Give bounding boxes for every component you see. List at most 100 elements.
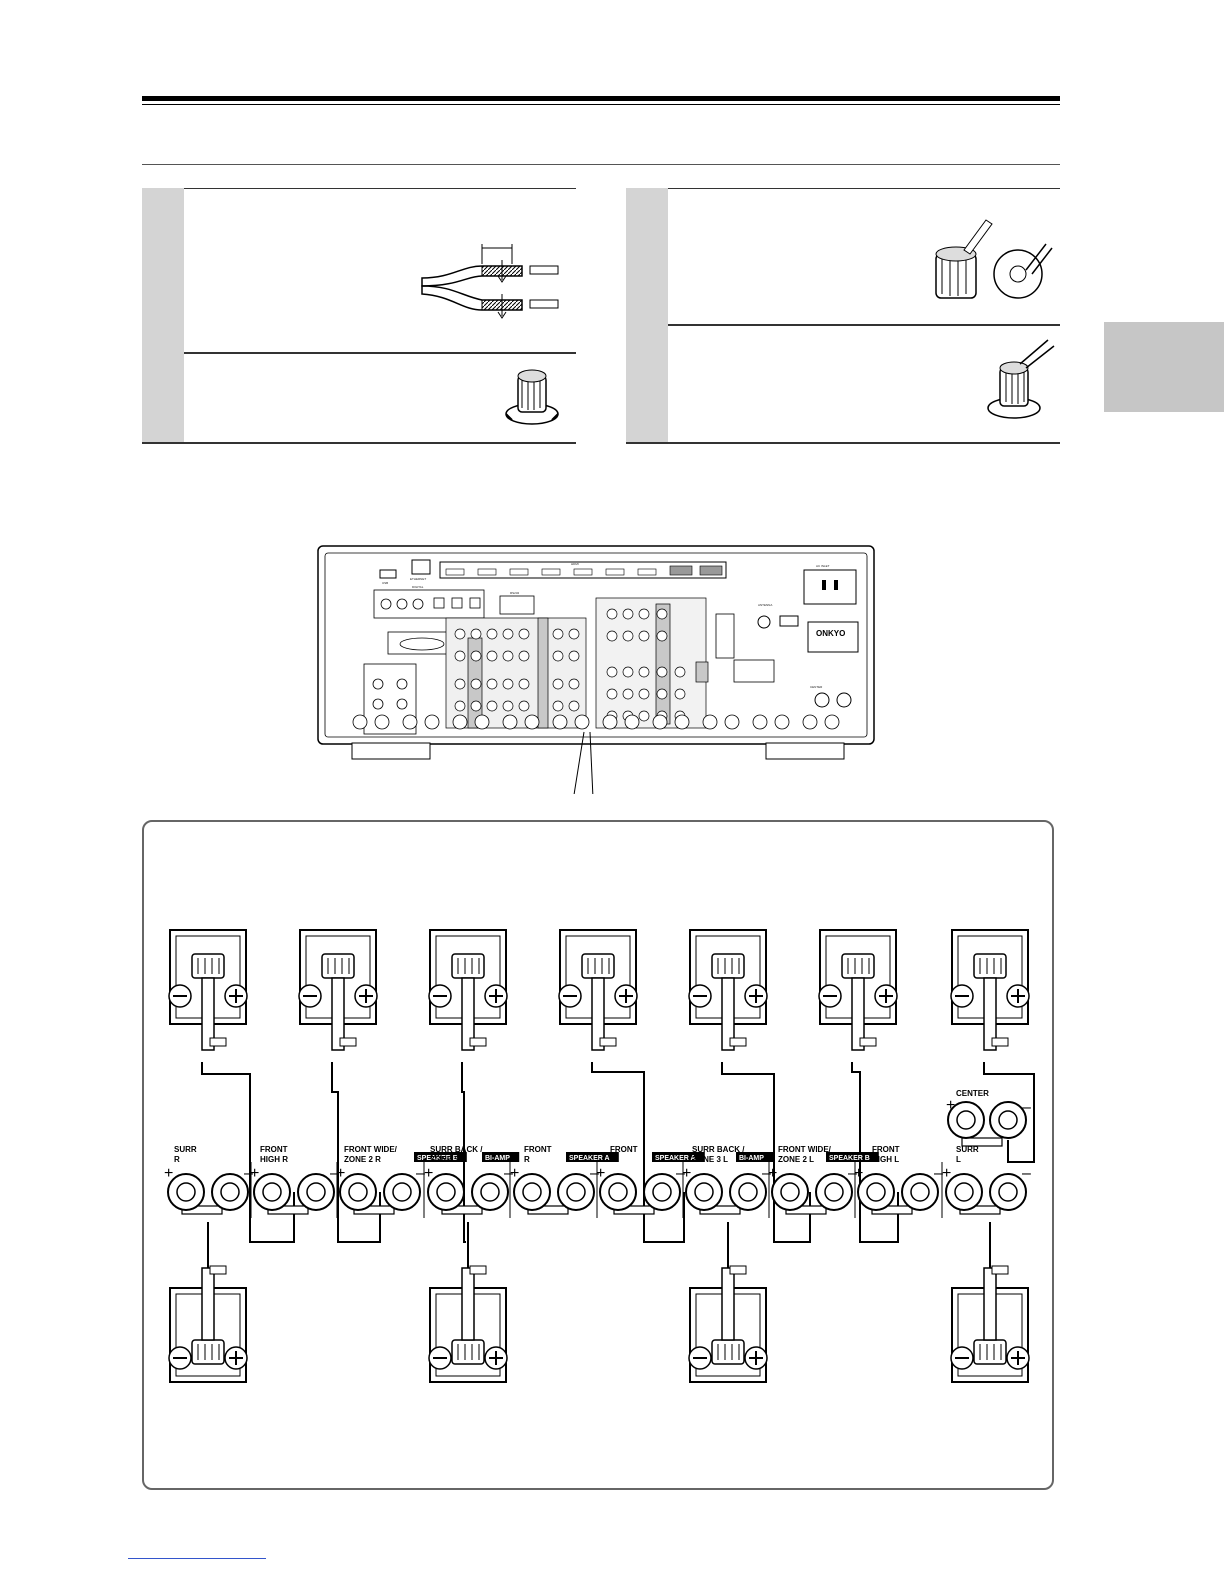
minus-sign: – bbox=[590, 1165, 599, 1182]
channel-label-sub: HIGH L bbox=[872, 1155, 899, 1164]
speaker-icon bbox=[428, 1265, 508, 1383]
step-4-tighten-terminal bbox=[626, 324, 1060, 444]
wire-strip-icon bbox=[421, 244, 559, 319]
step-2-loosen-terminal bbox=[142, 352, 576, 444]
channel-badge bbox=[826, 1152, 879, 1162]
channel-badge-label: SPEAKER A bbox=[655, 1155, 696, 1162]
channel-label-sub: R bbox=[524, 1155, 530, 1164]
minus-sign: – bbox=[416, 1165, 425, 1182]
panel-speaker-terminals bbox=[352, 714, 840, 730]
channel-badge-label: SPEAKER B bbox=[829, 1155, 870, 1162]
step-number-band bbox=[142, 352, 184, 444]
speaker-icon bbox=[298, 929, 378, 1051]
panel-center-label: CENTER bbox=[810, 685, 823, 689]
component-video-grid bbox=[595, 597, 709, 729]
channel-label: FRONT bbox=[260, 1145, 288, 1154]
minus-sign: – bbox=[676, 1165, 685, 1182]
bottom-speaker-row bbox=[168, 1265, 1030, 1383]
center-terminal: CENTER + – bbox=[946, 1089, 1031, 1139]
channel-label: FRONT bbox=[872, 1145, 900, 1154]
center-minus-sign: – bbox=[1022, 1099, 1031, 1116]
minus-sign: – bbox=[1022, 1165, 1031, 1182]
hdmi-label: HDMI bbox=[571, 562, 579, 566]
speaker-icon bbox=[950, 1265, 1030, 1383]
plus-sign: + bbox=[768, 1165, 777, 1182]
channel-badge bbox=[414, 1152, 467, 1162]
minus-sign: – bbox=[504, 1165, 513, 1182]
channel-badge bbox=[736, 1152, 774, 1162]
brand-logo: ONKYO bbox=[816, 629, 845, 638]
minus-sign: – bbox=[934, 1165, 943, 1182]
rca-input-grid bbox=[445, 617, 587, 729]
channel-label-sub: R bbox=[174, 1155, 180, 1164]
speaker-icon bbox=[558, 929, 638, 1051]
ethernet-label: ETHERNET bbox=[410, 577, 426, 581]
speaker-icon bbox=[168, 929, 248, 1051]
header-rule-thick bbox=[142, 96, 1060, 101]
channel-label-sub: L bbox=[956, 1155, 961, 1164]
top-speaker-row bbox=[168, 929, 1030, 1051]
channel-label-sub: ZONE 3 R bbox=[430, 1155, 467, 1164]
minus-sign: – bbox=[244, 1165, 253, 1182]
channel-badge-label: BI-AMP bbox=[739, 1155, 764, 1162]
plus-sign: + bbox=[164, 1165, 173, 1182]
center-plus-sign: + bbox=[946, 1097, 955, 1114]
plus-sign: + bbox=[336, 1165, 345, 1182]
step-3-insert-wire bbox=[626, 188, 1060, 326]
channel-badge-label: SPEAKER A bbox=[569, 1155, 610, 1162]
step-number-band bbox=[142, 188, 184, 354]
channel-label: SURR BACK / bbox=[692, 1145, 745, 1154]
footer-link-underline bbox=[128, 1558, 266, 1559]
speaker-icon bbox=[688, 1265, 768, 1383]
channel-label-sub: ZONE 2 L bbox=[778, 1155, 814, 1164]
av-receiver-rear-panel: HDMI USB ETHERNET DIGITAL RS232 bbox=[317, 545, 875, 794]
channel-label-sub: L bbox=[610, 1155, 615, 1164]
digital-label: DIGITAL bbox=[412, 585, 424, 589]
channel-label: SURR BACK / bbox=[430, 1145, 483, 1154]
channel-label: FRONT WIDE/ bbox=[778, 1145, 832, 1154]
speaker-icon bbox=[168, 1265, 248, 1383]
plus-sign: + bbox=[510, 1165, 519, 1182]
channel-label-sub: HIGH R bbox=[260, 1155, 288, 1164]
channel-badge bbox=[566, 1152, 619, 1162]
minus-sign: – bbox=[330, 1165, 339, 1182]
plus-sign: + bbox=[854, 1165, 863, 1182]
speaker-icon bbox=[818, 929, 898, 1051]
ac-inlet-label: AC INLET bbox=[816, 564, 830, 568]
speaker-icon bbox=[428, 929, 508, 1051]
minus-sign: – bbox=[762, 1165, 771, 1182]
plus-sign: + bbox=[596, 1165, 605, 1182]
terminal-screw-icon bbox=[987, 339, 1055, 419]
plus-sign: + bbox=[424, 1165, 433, 1182]
channel-label: FRONT bbox=[610, 1145, 638, 1154]
section-rule bbox=[142, 164, 1060, 165]
channel-label-sub: ZONE 3 L bbox=[692, 1155, 728, 1164]
terminal-tighten-icon bbox=[505, 369, 559, 425]
speaker-icon bbox=[950, 929, 1030, 1051]
step-number-band bbox=[626, 324, 668, 444]
channel-label: SURR bbox=[956, 1145, 979, 1154]
channel-label: SURR bbox=[174, 1145, 197, 1154]
step-number-band bbox=[626, 188, 668, 326]
hdmi-ports bbox=[445, 565, 723, 576]
terminal-insert-icon bbox=[935, 219, 1053, 299]
plus-sign: + bbox=[942, 1165, 951, 1182]
center-terminal-label: CENTER bbox=[956, 1089, 989, 1098]
plus-sign: + bbox=[250, 1165, 259, 1182]
header-rule-thin bbox=[142, 104, 1060, 105]
channel-badge bbox=[652, 1152, 705, 1162]
step-1-strip-wire bbox=[142, 188, 576, 354]
channel-label: FRONT bbox=[524, 1145, 552, 1154]
channel-label: FRONT WIDE/ bbox=[344, 1145, 398, 1154]
speaker-cables bbox=[181, 1062, 1035, 1268]
speaker-icon bbox=[688, 929, 768, 1051]
channel-label-sub: ZONE 2 R bbox=[344, 1155, 381, 1164]
minus-sign: – bbox=[848, 1165, 857, 1182]
rs232-label: RS232 bbox=[510, 591, 520, 595]
antenna-label: ANTENNA bbox=[758, 603, 772, 607]
channel-badge-label: BI-AMP bbox=[485, 1155, 510, 1162]
channel-badge-label: SPEAKER B bbox=[417, 1155, 458, 1162]
